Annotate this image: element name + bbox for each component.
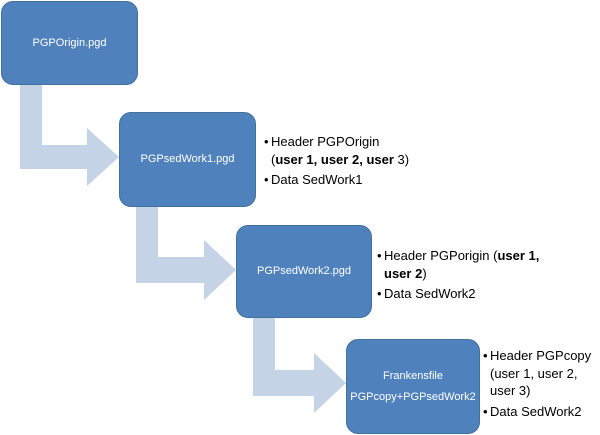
box-frankensfile-label-line1: Frankensfile xyxy=(383,369,443,382)
notes-sedwork1-header-prefix: Header PGPOrigin xyxy=(271,134,380,149)
notes-sedwork1-user3-rest: 3) xyxy=(393,151,410,167)
arrow-origin-to-sedwork1 xyxy=(20,85,119,186)
notes-sedwork2-user2: user 2 xyxy=(384,265,423,281)
notes-frankensfile-data-text: Data SedWork2 xyxy=(490,403,582,419)
bullet: • xyxy=(483,348,488,363)
notes-sedwork2-header-text: Header PGPorigin (user 1, user 2) xyxy=(384,247,539,282)
arrow-sedwork2-to-frankensfile xyxy=(253,318,346,413)
notes-sedwork2-user1: user 1, xyxy=(497,248,540,263)
notes-sedwork1-data-text: Data SedWork1 xyxy=(271,172,363,188)
arrow-sedwork1-to-sedwork2 xyxy=(136,207,236,300)
box-pgporigin: PGPOrigin.pgd xyxy=(1,1,138,85)
notes-sedwork1-user1: user 1, xyxy=(275,151,318,167)
notes-sedwork2-header: • Header PGPorigin (user 1, user 2) xyxy=(377,247,557,282)
notes-frankensfile-data: • Data SedWork2 xyxy=(483,403,599,421)
bullet: • xyxy=(377,248,382,263)
notes-sedwork1-header: • Header PGPOrigin (user 1, user 2, user… xyxy=(264,133,444,168)
notes-sedwork1-user2: user 2, xyxy=(320,151,363,167)
notes-frankensfile-header-line1: Header PGPcopy xyxy=(490,348,592,363)
notes-sedwork2: • Header PGPorigin (user 1, user 2) • Da… xyxy=(377,247,557,303)
notes-sedwork2-data-text: Data SedWork2 xyxy=(384,286,476,302)
box-frankensfile: Frankensfile PGPcopy+PGPsedWork2 xyxy=(346,339,480,434)
notes-sedwork1-header-text: Header PGPOrigin (user 1, user 2, user 3… xyxy=(271,133,409,168)
bullet: • xyxy=(377,286,382,302)
bullet: • xyxy=(483,403,488,419)
notes-sedwork2-data: • Data SedWork2 xyxy=(377,285,557,303)
notes-frankensfile-header-line2: (user 1, user 2, xyxy=(490,365,578,381)
notes-sedwork2-header-prefix: Header PGPorigin ( xyxy=(384,248,498,263)
notes-sedwork1: • Header PGPOrigin (user 1, user 2, user… xyxy=(264,133,444,189)
notes-sedwork1-data: • Data SedWork1 xyxy=(264,171,444,189)
box-pgpsedwork2: PGPsedWork2.pgd xyxy=(236,225,372,318)
notes-frankensfile-header: • Header PGPcopy (user 1, user 2, user 3… xyxy=(483,347,599,400)
box-pgpsedwork1-label: PGPsedWork1.pgd xyxy=(140,153,235,166)
box-frankensfile-label-line2: PGPcopy+PGPsedWork2 xyxy=(350,390,476,403)
notes-frankensfile-header-line3: user 3) xyxy=(490,383,531,399)
notes-sedwork1-user3: user xyxy=(366,151,394,167)
box-pgporigin-label: PGPOrigin.pgd xyxy=(32,36,107,49)
notes-frankensfile: • Header PGPcopy (user 1, user 2, user 3… xyxy=(483,347,599,420)
box-pgpsedwork2-label: PGPsedWork2.pgd xyxy=(257,265,351,278)
box-pgpsedwork1: PGPsedWork1.pgd xyxy=(119,112,256,207)
notes-frankensfile-header-text: Header PGPcopy (user 1, user 2, user 3) xyxy=(490,347,591,400)
notes-sedwork1-open-paren: ( xyxy=(271,151,276,167)
bullet: • xyxy=(264,134,269,149)
bullet: • xyxy=(264,172,269,188)
notes-sedwork2-close-paren: ) xyxy=(422,265,427,281)
